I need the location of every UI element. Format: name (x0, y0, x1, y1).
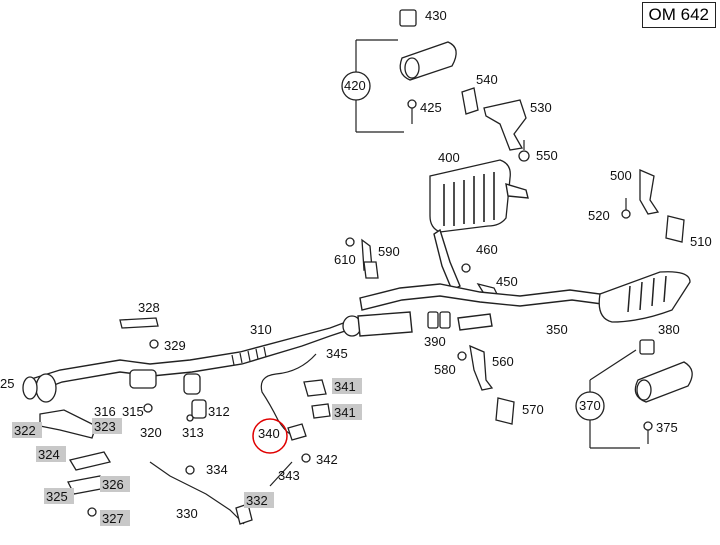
label-312: 312 (208, 404, 230, 419)
label-316: 316 (94, 404, 116, 419)
label-345: 345 (326, 346, 348, 361)
bracket-322 (39, 409, 97, 439)
label-334: 334 (206, 462, 228, 477)
label-325: 325 (46, 489, 68, 504)
bracket-341a (303, 379, 327, 397)
rear-silencer-400 (429, 159, 529, 291)
hanger-group-560 (457, 344, 515, 425)
label-320: 320 (140, 425, 162, 440)
hanger-group-500 (621, 169, 685, 243)
label-375: 375 (656, 420, 678, 435)
label-610: 610 (334, 252, 356, 267)
label-540: 540 (476, 72, 498, 87)
label-332: 332 (246, 493, 268, 508)
label-500: 500 (610, 168, 632, 183)
label-326: 326 (102, 477, 124, 492)
label-380: 380 (658, 322, 680, 337)
rear-silencer-right (598, 271, 691, 355)
exhaust-sensor-340 (287, 423, 307, 441)
bracket-328 (119, 317, 159, 329)
label-420: 420 (344, 78, 366, 93)
mount-310 (183, 373, 201, 395)
label-25: 25 (0, 376, 14, 391)
label-580: 580 (434, 362, 456, 377)
bracket-324 (68, 451, 112, 471)
label-460: 460 (476, 242, 498, 257)
label-425: 425 (420, 100, 442, 115)
highlight-circle-340 (252, 418, 288, 454)
label-520: 520 (588, 208, 610, 223)
label-328: 328 (138, 300, 160, 315)
label-315: 315 (122, 404, 144, 419)
label-530: 530 (530, 100, 552, 115)
label-310: 310 (250, 322, 272, 337)
label-590: 590 (378, 244, 400, 259)
label-343: 343 (278, 468, 300, 483)
label-341b: 341 (334, 405, 356, 420)
label-370: 370 (579, 398, 601, 413)
mount-312 (191, 399, 207, 419)
label-330: 330 (176, 506, 198, 521)
callout-circle-420 (341, 71, 371, 101)
label-341a: 341 (334, 379, 356, 394)
label-400: 400 (438, 150, 460, 165)
catalyst-inlet (35, 373, 57, 403)
label-450: 450 (496, 274, 518, 289)
clip-380 (639, 339, 655, 355)
sensor-group-340 (252, 353, 331, 487)
tailpipe-trim-group-370 (575, 349, 693, 449)
label-313: 313 (182, 425, 204, 440)
bracket-530 (483, 99, 527, 151)
label-510: 510 (690, 234, 712, 249)
clip-430 (399, 9, 417, 27)
boxed-callouts: 341 341 322 323 324 326 325 327 332 (12, 378, 362, 526)
hanger-group-530 (461, 87, 530, 162)
rubber-mount-540 (461, 87, 479, 115)
bracket-341b (311, 403, 331, 419)
label-570: 570 (522, 402, 544, 417)
label-390: 390 (424, 334, 446, 349)
label-324: 324 (38, 447, 60, 462)
label-327: 327 (102, 511, 124, 526)
callout-labels: 430 420 425 540 530 550 400 500 520 510 … (0, 8, 712, 521)
exhaust-pipe-assembly (22, 283, 603, 403)
engine-code-label: OM 642 (641, 2, 716, 28)
label-340: 340 (258, 426, 280, 441)
label-323: 323 (94, 419, 116, 434)
label-342: 342 (316, 452, 338, 467)
label-550: 550 (536, 148, 558, 163)
label-322: 322 (14, 423, 36, 438)
callout-circle-370 (575, 391, 605, 421)
label-329: 329 (164, 338, 186, 353)
label-430: 430 (425, 8, 447, 23)
tailpipe-trim-group-420 (341, 9, 457, 133)
rubber-mount-510 (665, 215, 685, 243)
label-350: 350 (546, 322, 568, 337)
label-560: 560 (492, 354, 514, 369)
bracket-500 (639, 169, 660, 215)
